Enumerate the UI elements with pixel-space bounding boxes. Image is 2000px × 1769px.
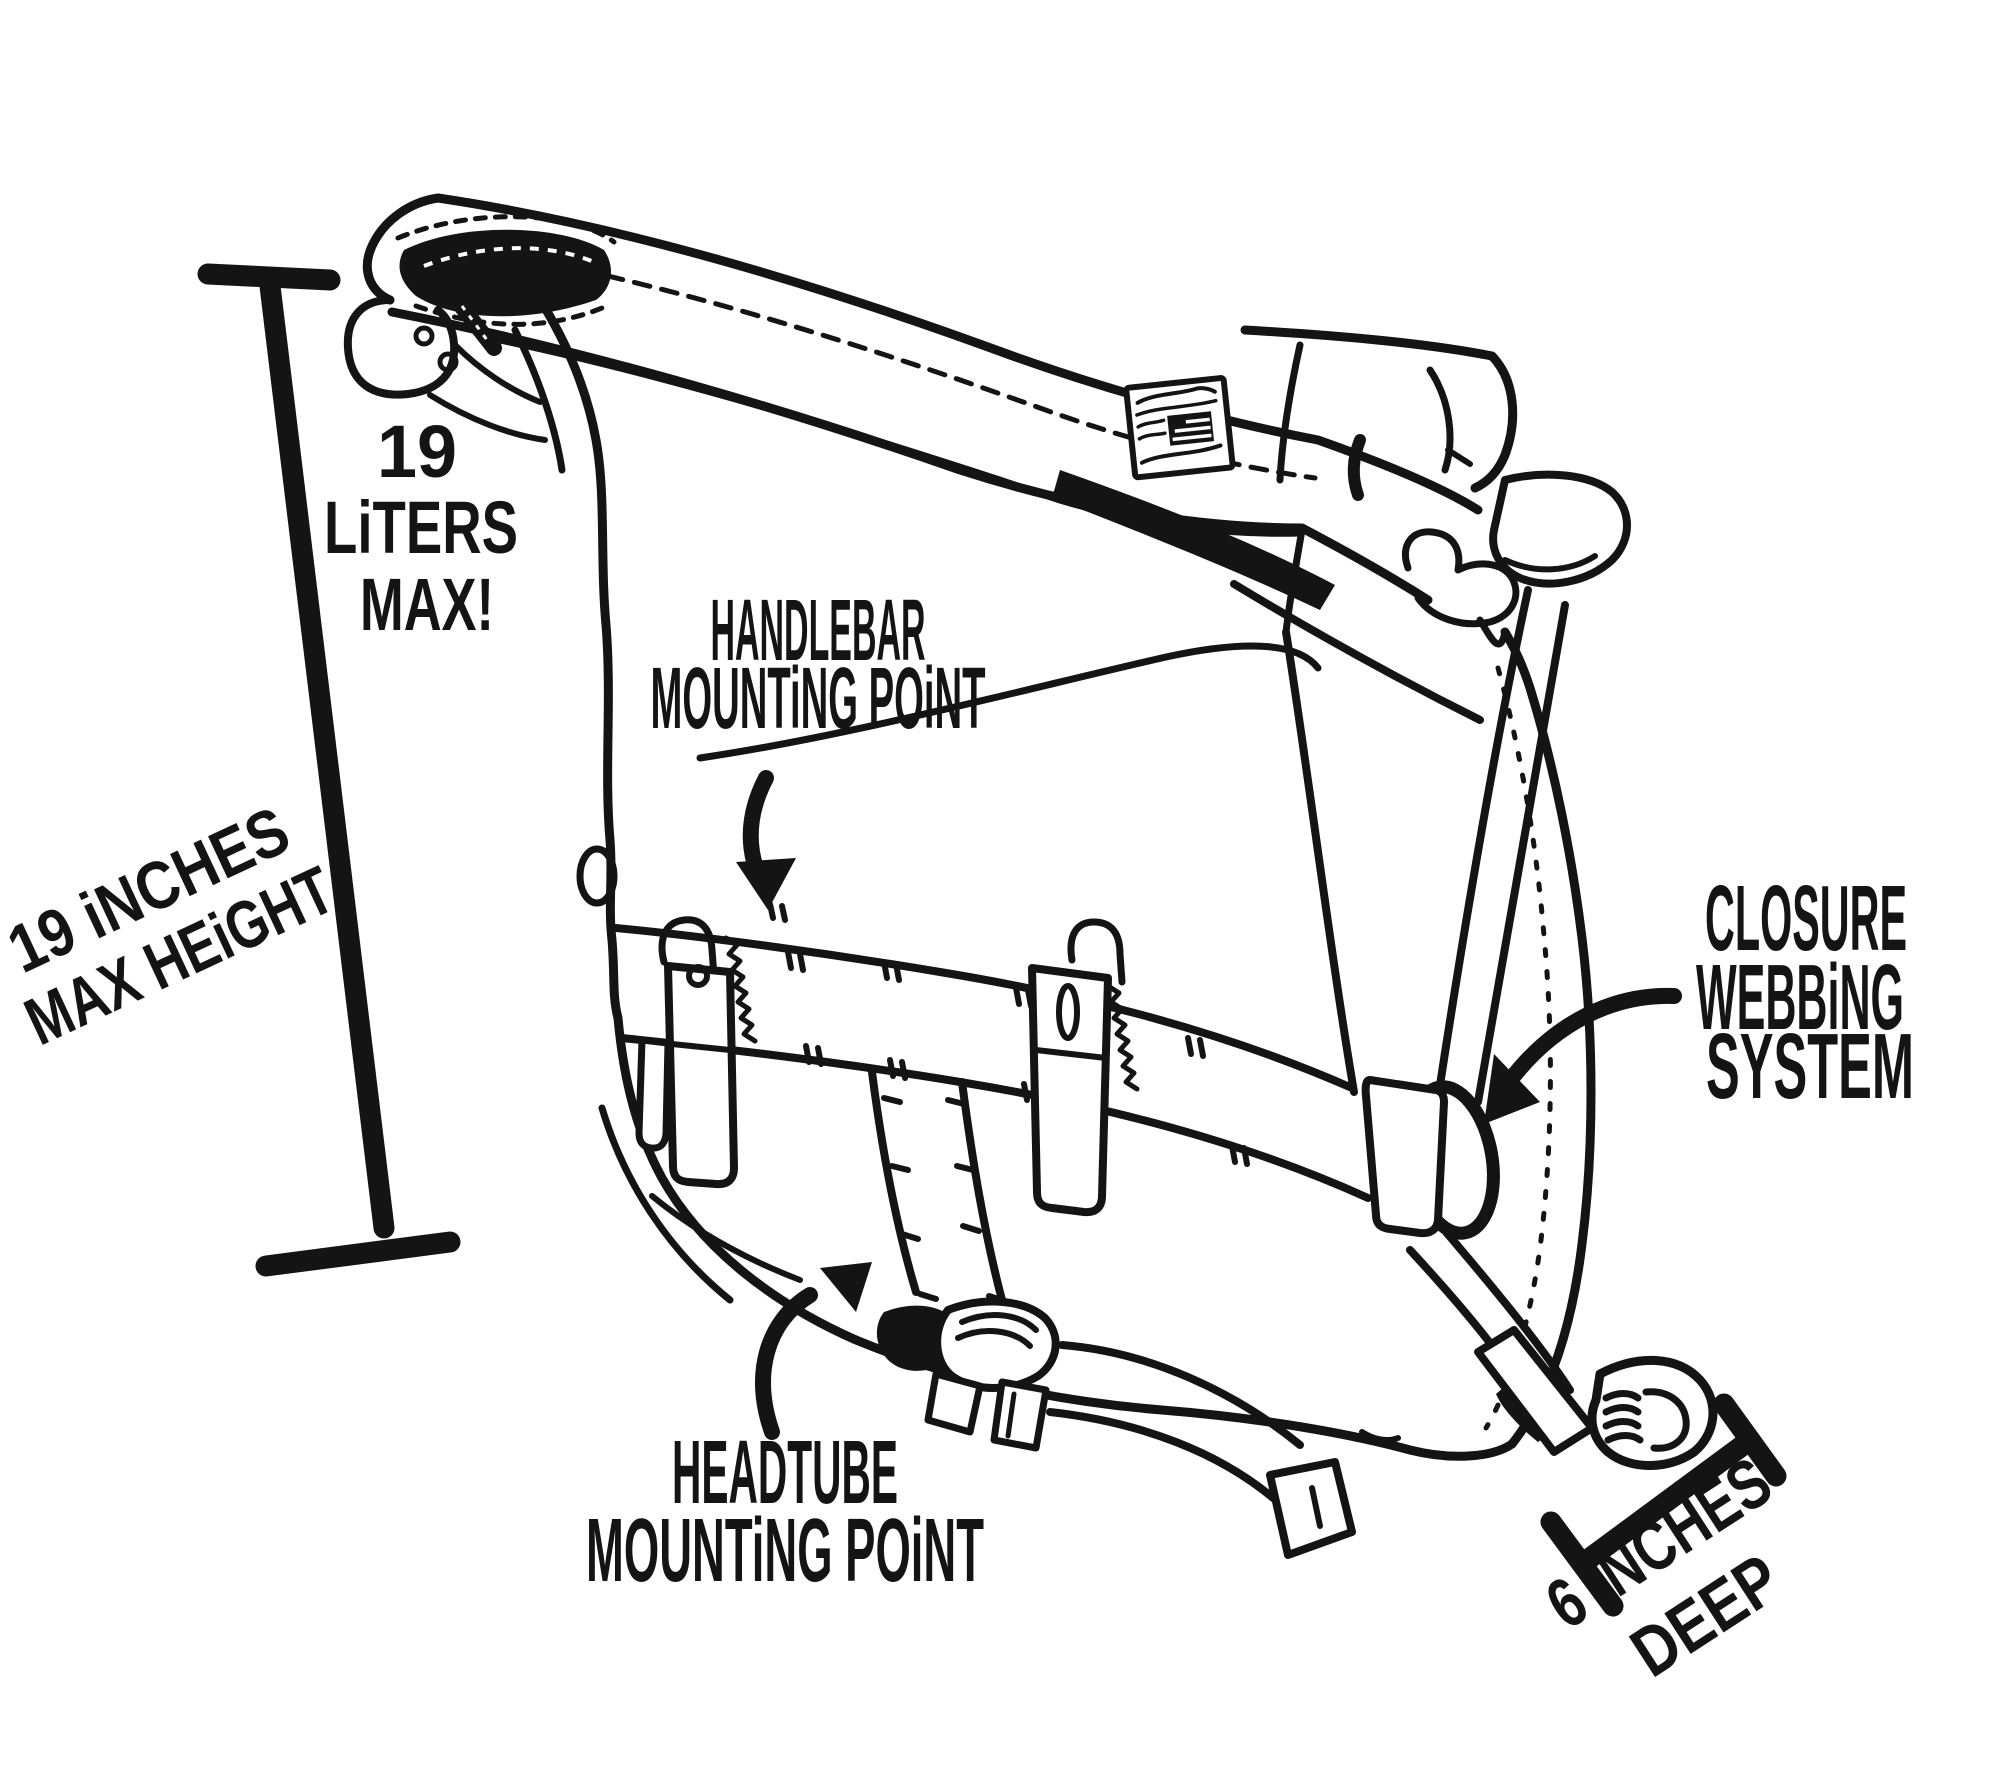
right-strap-keeper [1028, 918, 1140, 1217]
shoulder-strap [343, 193, 1520, 628]
capacity-label: 19 LiTERS MAX! [324, 409, 518, 646]
capacity-line-2: LiTERS [324, 485, 518, 569]
left-strap-keeper [635, 916, 758, 1189]
handlebar-line-2: MOUNTiNG POiNT [651, 650, 986, 747]
closure-line-1: CLOSURE [1705, 867, 1907, 971]
closure-webbing-system [1361, 586, 1574, 1414]
closure-label: CLOSURE WEBBiNG SYSTEM [1696, 867, 1914, 1119]
handlebar-line-1: HANDLEBAR [711, 582, 926, 679]
depth-measure-line [1540, 1393, 1787, 1617]
d-ring-keeper [1361, 1076, 1448, 1238]
brand-tag [1123, 375, 1236, 481]
closure-line-3: SYSTEM [1706, 1015, 1914, 1119]
headtube-buckle [876, 1297, 1060, 1452]
height-measure-line [197, 263, 461, 1277]
capacity-line-3: MAX! [360, 562, 494, 646]
headtube-strap [868, 1068, 1008, 1304]
headtube-line-1: HEADTUBE [672, 1424, 898, 1523]
bottom-strap [1046, 1341, 1356, 1559]
handlebar-arrow-icon [736, 770, 796, 910]
roll-top [1240, 325, 1631, 648]
capacity-line-1: 19 [377, 409, 457, 493]
headtube-label: HEADTUBE MOUNTiNG POiNT [586, 1424, 984, 1601]
stitch-ticks [767, 901, 1250, 1167]
closure-arrow-icon [1484, 987, 1682, 1124]
headtube-arrow-icon [755, 1262, 872, 1440]
cam-buckle [1474, 1326, 1718, 1470]
depth-label: 6 iNCHES DEEP [1533, 1443, 1795, 1693]
handlebar-label: HANDLEBAR MOUNTiNG POiNT [651, 582, 986, 747]
max-height-label: 19 iNCHES MAX HEiGHT [0, 792, 345, 1060]
headtube-line-2: MOUNTiNG POiNT [586, 1502, 984, 1601]
closure-line-2: WEBBiNG [1696, 946, 1904, 1050]
